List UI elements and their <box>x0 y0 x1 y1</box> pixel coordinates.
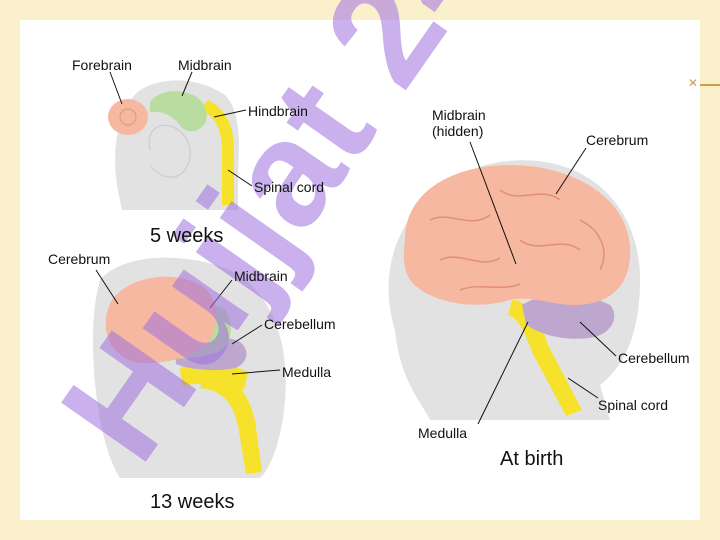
week13-cerebellum-leader <box>231 324 263 345</box>
week5-spinal-cord-leader <box>227 169 253 187</box>
corner-decoration <box>700 84 720 86</box>
slide-border-bottom <box>0 520 720 540</box>
birth-medulla-leader <box>477 321 529 425</box>
birth-cerebrum-leader <box>555 147 587 195</box>
week5-hindbrain-leader <box>213 109 247 118</box>
slide-border-top <box>0 0 720 20</box>
label-week5-hindbrain: Hindbrain <box>248 103 308 119</box>
birth-spinal-cord-leader <box>567 377 599 399</box>
week5-embryo <box>108 71 253 210</box>
birth-cerebellum <box>522 294 615 339</box>
title-5-weeks: 5 weeks <box>150 225 224 247</box>
label-birth-midbrain: Midbrain <box>432 107 486 123</box>
label-week13-cerebrum: Cerebrum <box>48 251 111 267</box>
label-week13-cerebellum: Cerebellum <box>264 316 336 332</box>
birth-cerebrum-folds <box>429 189 605 291</box>
label-week5-midbrain: Midbrain <box>178 57 232 73</box>
week13-midbrain-leader <box>209 279 233 309</box>
week13-medulla <box>180 363 248 390</box>
title-13-weeks: 13 weeks <box>150 491 235 513</box>
week13-medulla-leader <box>231 369 281 375</box>
week5-forebrain-leader <box>109 71 123 105</box>
week5-body-outline <box>148 124 191 178</box>
label-birth-midbrain-hidden: (hidden) <box>432 123 484 139</box>
slide-border-left <box>0 0 20 540</box>
label-birth-cerebrum: Cerebrum <box>586 132 649 148</box>
label-week13-medulla: Medulla <box>282 364 332 380</box>
birth-cerebellum-leader <box>579 321 617 357</box>
label-birth-spinal-cord: Spinal cord <box>598 397 669 413</box>
week5-forebrain-region <box>108 99 148 135</box>
week5-forebrain-swirl <box>119 108 137 126</box>
birth-cerebrum <box>403 165 631 305</box>
label-week5-spinal-cord: Spinal cord <box>254 179 325 195</box>
week13-cerebrum <box>105 276 217 364</box>
week13-fetus <box>92 257 286 478</box>
title-at-birth: At birth <box>500 448 564 470</box>
birth-midbrain-leader <box>469 141 517 265</box>
week5-midbrain-leader <box>181 71 193 97</box>
slide-border-right <box>700 0 720 540</box>
label-week13-midbrain: Midbrain <box>234 268 288 284</box>
week5-midbrain-region <box>150 91 207 132</box>
label-birth-cerebellum: Cerebellum <box>618 350 690 366</box>
week5-hindbrain-tube <box>200 100 234 205</box>
birth-head <box>388 141 640 425</box>
corner-decoration-mark: ✕ <box>688 76 699 90</box>
week13-spinal-cord <box>200 370 262 474</box>
week13-cerebrum-leader <box>95 269 119 305</box>
label-week5-forebrain: Forebrain <box>72 57 132 73</box>
label-birth-medulla: Medulla <box>418 425 468 441</box>
birth-spinal-cord <box>508 300 582 416</box>
